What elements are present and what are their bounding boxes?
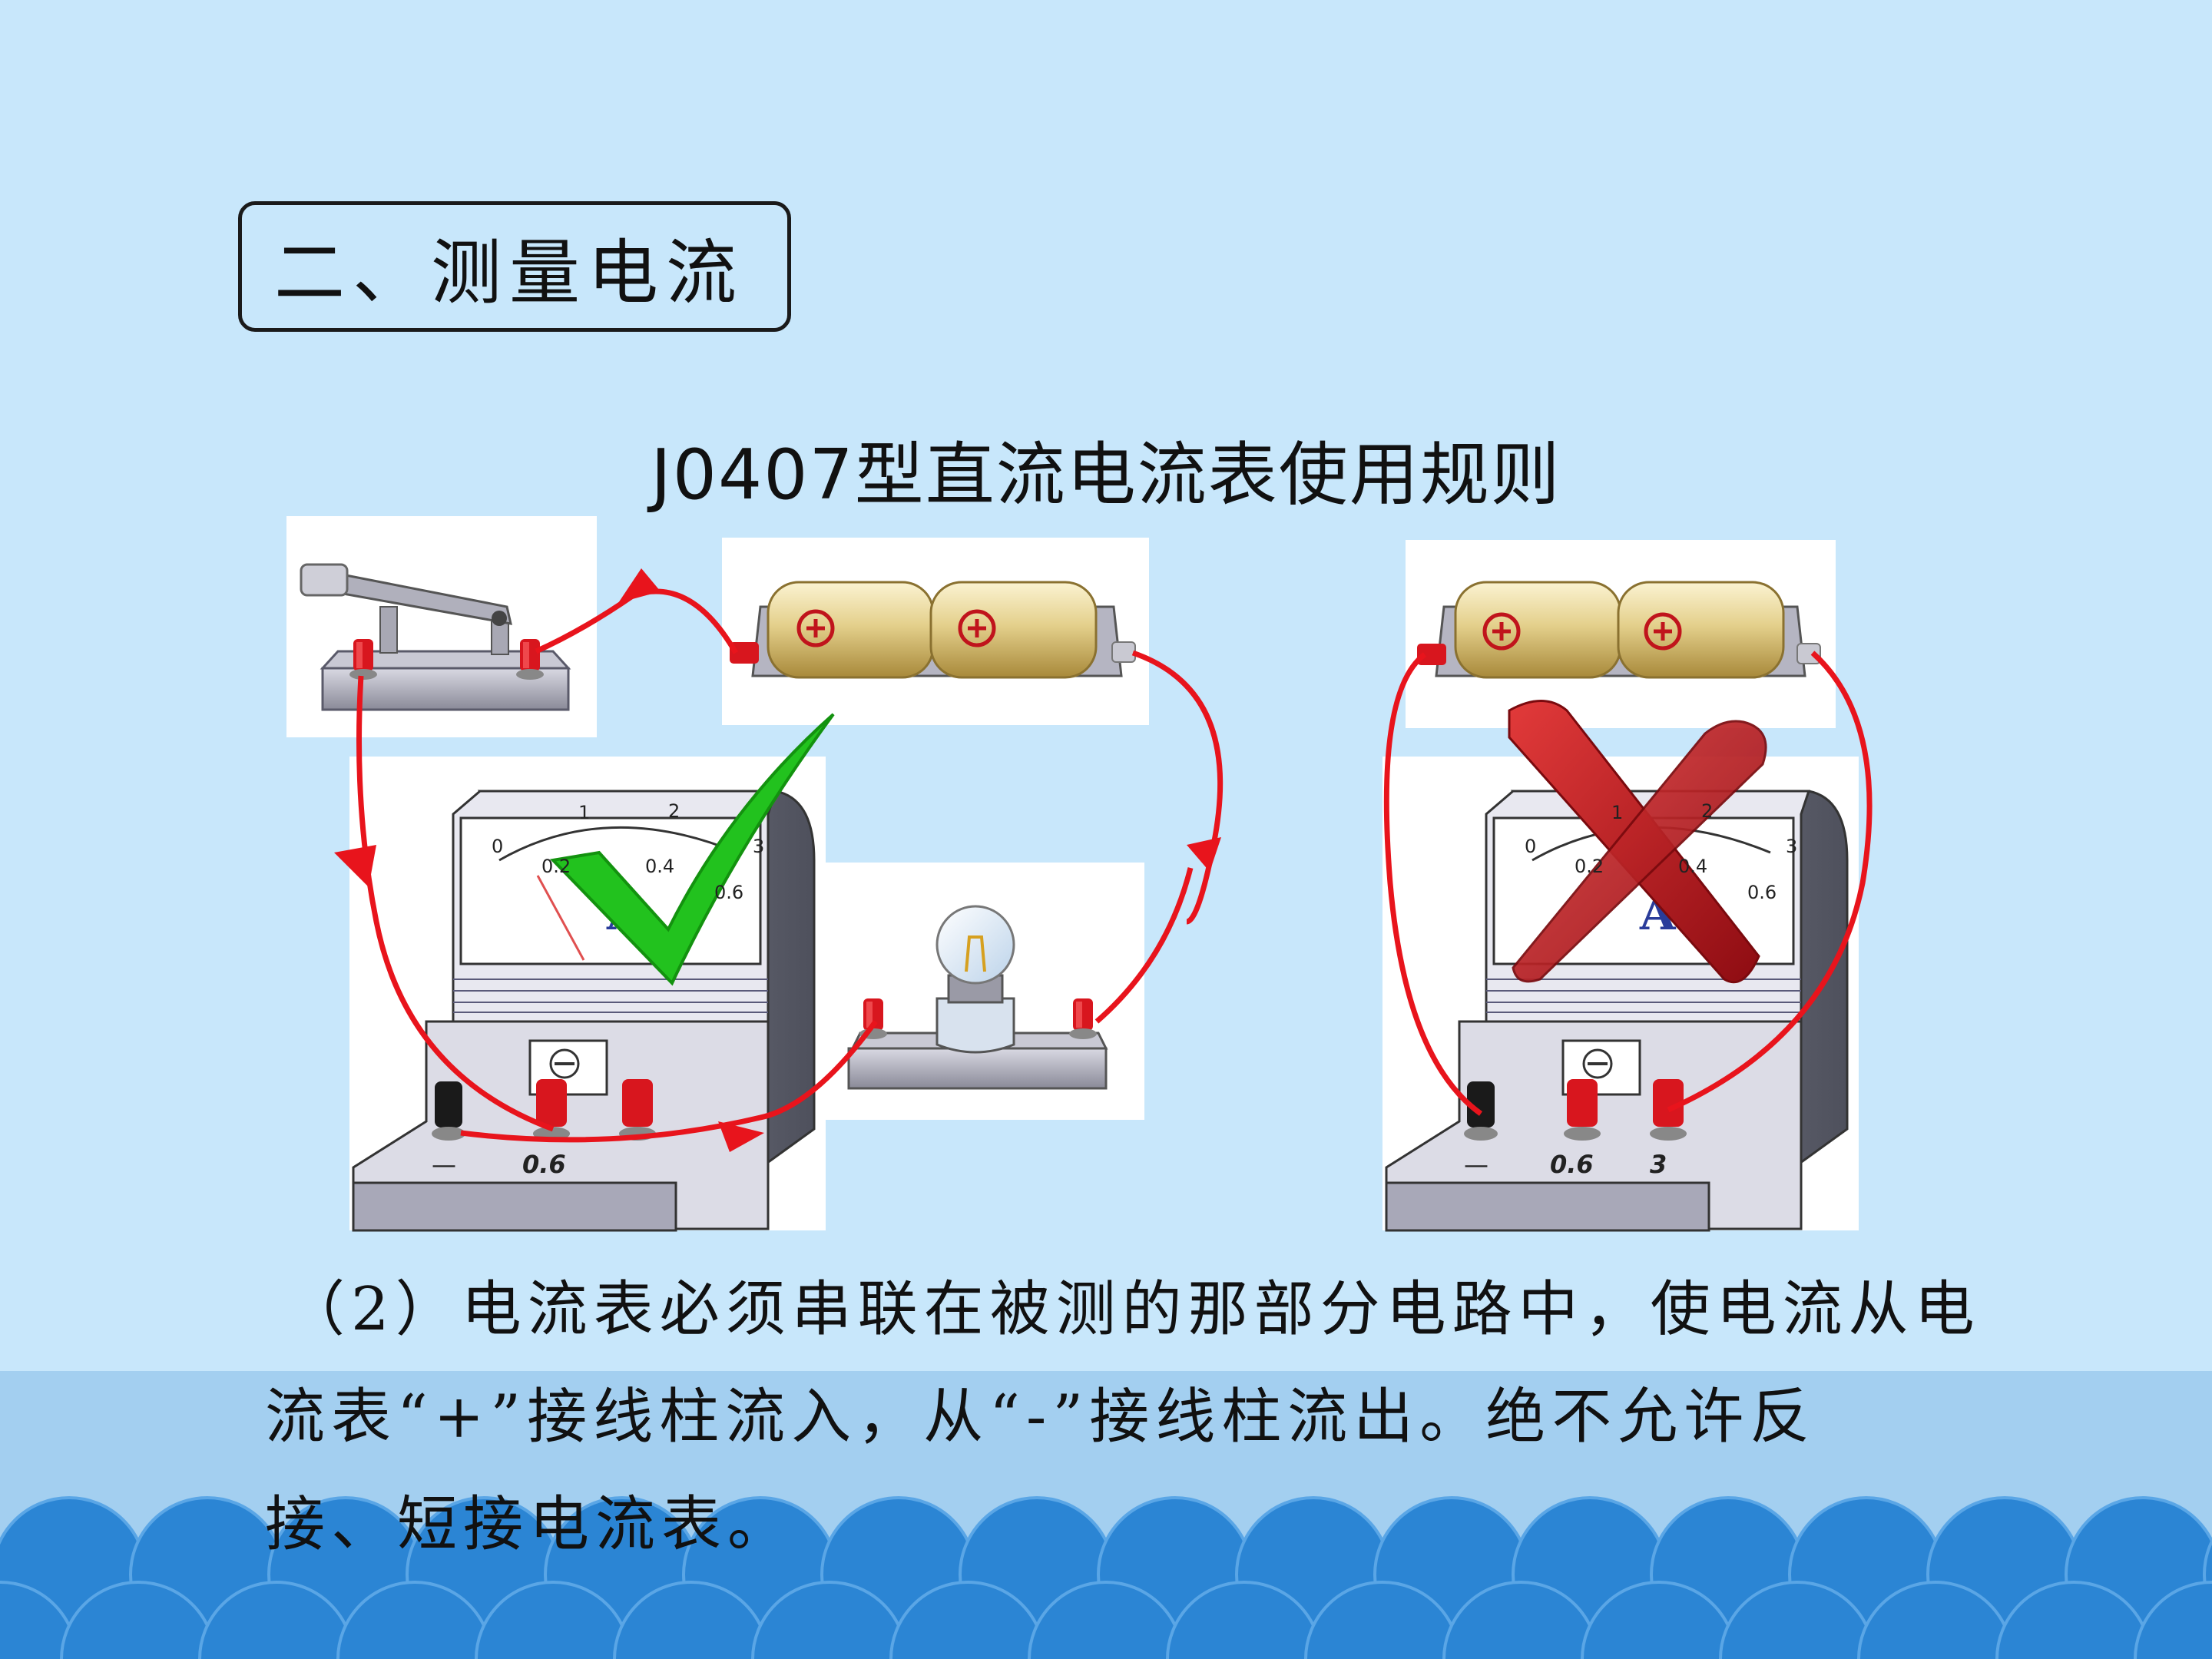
figure-title: J0407型直流电流表使用规则 xyxy=(651,435,1561,515)
correct-check-icon xyxy=(549,713,835,986)
rule-paragraph: （2）电流表必须串联在被测的那部分电路中，使电流从电 流表“+”接线柱流入，从“… xyxy=(265,1256,2024,1578)
scallop-shape xyxy=(1442,1581,1599,1659)
battery-box-icon-right xyxy=(1417,581,1821,679)
terminal-label-minus: — xyxy=(432,1150,456,1179)
svg-text:0.2: 0.2 xyxy=(541,856,571,877)
terminal-label-3-right: 3 xyxy=(1650,1150,1667,1179)
rule-line-1: （2）电流表必须串联在被测的那部分电路中，使电流从电 xyxy=(285,1275,1981,1344)
correct-circuit-diagram: A — 0.6 xyxy=(286,516,1149,1232)
scallop-shape xyxy=(336,1581,493,1659)
scallop-shape xyxy=(1581,1581,1737,1659)
incorrect-cross-icon xyxy=(1508,700,1767,984)
section-heading-box: 二、测量电流 xyxy=(238,201,791,332)
svg-text:0.6: 0.6 xyxy=(714,882,743,903)
scallop-shape xyxy=(889,1581,1046,1659)
scallop-shape xyxy=(198,1581,355,1659)
rule-line-2: 流表“+”接线柱流入，从“-”接线柱流出。绝不允许反 xyxy=(265,1382,1816,1452)
svg-text:1: 1 xyxy=(1611,802,1623,823)
current-direction-arrows xyxy=(334,568,1221,1152)
scallop-decoration xyxy=(0,1496,2212,1659)
scallop-shape xyxy=(2134,1581,2212,1659)
scallop-shape xyxy=(1028,1581,1184,1659)
svg-text:3: 3 xyxy=(753,836,764,857)
scallop-shape xyxy=(1719,1581,1876,1659)
terminal-label-0.6-right: 0.6 xyxy=(1550,1150,1594,1179)
scallop-shape xyxy=(613,1581,770,1659)
scallop-shape xyxy=(0,1581,78,1659)
section-title: 二、测量电流 xyxy=(274,231,745,314)
svg-text:0: 0 xyxy=(1525,836,1536,857)
meter-scale: 0 1 2 3 0.2 0.4 0.6 0 1 2 3 0.2 0.4 0.6 xyxy=(492,800,1797,903)
svg-text:0: 0 xyxy=(492,836,503,857)
svg-text:2: 2 xyxy=(668,800,680,822)
incorrect-circuit-wires xyxy=(1383,651,1873,1116)
terminal-label-minus-right: — xyxy=(1464,1150,1488,1179)
scallop-shape xyxy=(60,1581,217,1659)
svg-text:0.6: 0.6 xyxy=(1747,882,1777,903)
scallop-shape xyxy=(751,1581,908,1659)
scallop-shape xyxy=(475,1581,631,1659)
terminal-label-0.6: 0.6 xyxy=(522,1150,566,1179)
battery-box-icon xyxy=(730,581,1136,679)
scallop-shape xyxy=(1857,1581,2014,1659)
svg-text:0.4: 0.4 xyxy=(1678,856,1707,877)
scallop-shape xyxy=(1166,1581,1323,1659)
svg-text:3: 3 xyxy=(1786,836,1797,857)
svg-text:0.2: 0.2 xyxy=(1575,856,1604,877)
scallop-shape xyxy=(1304,1581,1461,1659)
rule-line-3: 接、短接电流表。 xyxy=(265,1490,794,1559)
svg-text:2: 2 xyxy=(1701,800,1713,822)
svg-text:1: 1 xyxy=(578,802,590,823)
knife-switch-icon xyxy=(300,563,571,711)
svg-text:0.4: 0.4 xyxy=(645,856,674,877)
light-bulb-icon xyxy=(847,905,1108,1090)
scallop-shape xyxy=(1995,1581,2152,1659)
